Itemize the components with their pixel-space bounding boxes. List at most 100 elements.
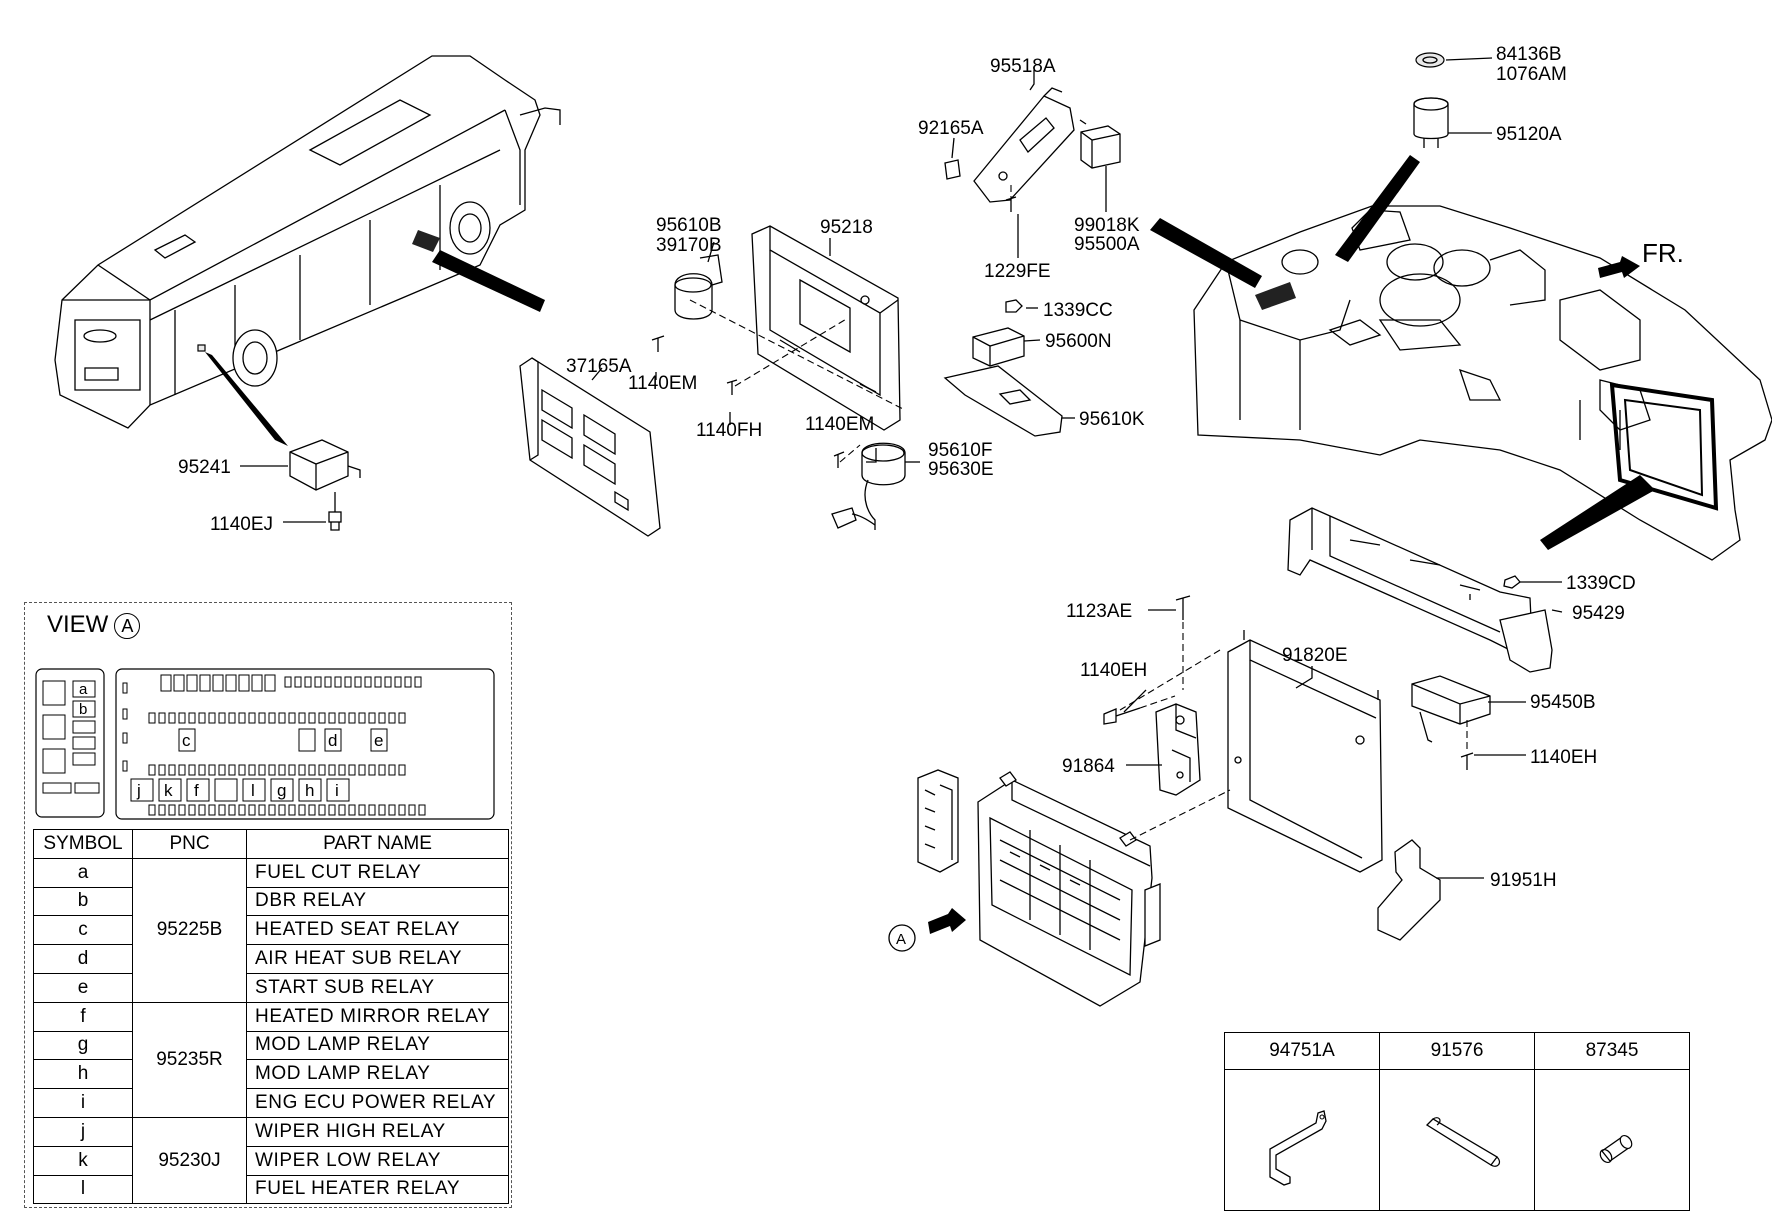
symbol-cell: a [33,857,133,888]
table-row: a 95225B FUEL CUT RELAY [33,857,509,1003]
view-arrow [888,908,966,952]
module-95600N [972,327,1025,367]
part-name-cell: WIPER HIGH RELAY [246,1116,509,1147]
symbol-cell: h [33,1059,133,1090]
symbol-cell: c [33,915,133,946]
callout-1140EH-lower: 1140EH [1530,747,1597,768]
fuse-letter-g: g [277,781,286,800]
bracket-91864 [1155,703,1201,796]
fuse-box-layout: a b c d e j k f l g h i [35,668,495,820]
callout-37165A: 37165A [566,356,632,377]
part-name-cell: MOD LAMP RELAY [246,1059,509,1090]
symbol-cell: i [33,1088,133,1118]
view-arrow-label: A [896,931,906,948]
relay-95610F [831,442,906,530]
accessory-header: 87345 [1534,1032,1690,1070]
table-row: l FUEL HEATER RELAY [33,1174,509,1205]
table-row: g MOD LAMP RELAY [33,1030,509,1061]
tube-91576-icon [1425,1117,1501,1167]
part-name-cell: HEATED SEAT RELAY [246,915,509,946]
fuse-letter-a: a [79,681,88,698]
part-name-cell: START SUB RELAY [246,972,509,1003]
view-title-text: VIEW [47,611,109,638]
header-pnc: PNC [132,829,247,859]
screw-1229FE [1005,185,1017,212]
callout-91864: 91864 [1062,756,1115,777]
fuse-relay-box [977,771,1231,1007]
fuse-letter-d: d [328,731,337,750]
symbol-cell: g [33,1030,133,1061]
callout-95120A: 95120A [1496,124,1562,145]
callout-95429: 95429 [1572,603,1625,624]
bracket-95450B [1411,675,1491,743]
callout-1229FE: 1229FE [984,261,1051,282]
table-row: k WIPER LOW RELAY [33,1145,509,1176]
bolt-1123AE [1175,595,1191,690]
pnc-cell: 95230J [132,1116,247,1205]
callout-95218: 95218 [820,217,873,238]
header-symbol: SYMBOL [33,829,133,859]
frame-91820E [1119,630,1383,873]
callout-95610K: 95610K [1079,409,1145,430]
callout-1339CD: 1339CD [1566,573,1636,594]
callout-1140EH-upper: 1140EH [1080,660,1147,681]
screws-1140EM-1140FH [651,299,906,468]
sleeve-87345-icon [1599,1134,1633,1164]
bracket-94751A-icon [1269,1110,1327,1186]
callout-95450B: 95450B [1530,692,1596,713]
fuse-letter-i: i [335,781,339,800]
fuse-letter-k: k [164,781,173,800]
table-row: h MOD LAMP RELAY [33,1059,509,1090]
symbol-cell: j [33,1116,133,1147]
callout-labels: 95518A 92165A 99018K 95500A 1229FE 1339C… [178,44,1684,948]
module-99018K [1079,119,1121,169]
bracket-95518A [973,87,1075,203]
bolt-92165A [944,159,961,180]
table-row: i ENG ECU POWER RELAY [33,1088,509,1118]
relay-table: SYMBOL PNC PART NAME a 95225B FUEL CUT R… [33,829,509,1205]
fuse-letter-h: h [305,781,314,800]
callout-91820E: 91820E [1282,645,1348,666]
socket-95120A [1413,97,1449,148]
symbol-cell: e [33,972,133,1003]
fuse-letter-l: l [251,781,255,800]
symbol-cell: b [33,886,133,917]
callout-1140EM-a: 1140EM [628,373,697,394]
callout-95630E: 95630E [928,459,994,480]
leader-lines [240,57,1563,879]
callout-84136B: 84136B [1496,44,1562,65]
part-name-cell: ENG ECU POWER RELAY [246,1088,509,1118]
table-row: c HEATED SEAT RELAY [33,915,509,946]
table-row: e START SUB RELAY [33,972,509,1003]
table-row: j 95230J WIPER HIGH RELAY [33,1116,509,1205]
part-name-cell: FUEL HEATER RELAY [246,1174,509,1205]
relay-bracket-95218 [751,225,901,431]
dashboard-illustration [1150,155,1772,561]
bracket-94751A-picture [1224,1069,1380,1211]
accessory-table: 94751A 91576 87345 [1224,1032,1690,1211]
table-row: d AIR HEAT SUB RELAY [33,944,509,974]
bus-illustration [54,55,561,446]
bracket-95610K [943,365,1063,437]
tube-91576-picture [1379,1069,1535,1211]
pnc-cell: 95235R [132,1001,247,1118]
header-part-name: PART NAME [246,829,509,859]
view-circle-label: A [114,613,141,639]
relay-box-cover-37165A [519,357,661,537]
fuse-letter-j: j [136,781,141,800]
relay-95241 [289,439,361,531]
cover-91951H [1377,839,1441,941]
callout-95500A: 95500A [1074,234,1140,255]
callout-1140EJ: 1140EJ [210,514,273,535]
sleeve-87345-picture [1534,1069,1690,1211]
callout-1339CC: 1339CC [1043,300,1113,321]
fuse-letter-b: b [79,701,87,718]
part-name-cell: FUEL CUT RELAY [246,857,509,888]
callout-95610B: 95610B [656,215,722,236]
callout-99018K: 99018K [1074,215,1140,236]
part-name-cell: WIPER LOW RELAY [246,1145,509,1176]
relay-strip [917,769,959,873]
